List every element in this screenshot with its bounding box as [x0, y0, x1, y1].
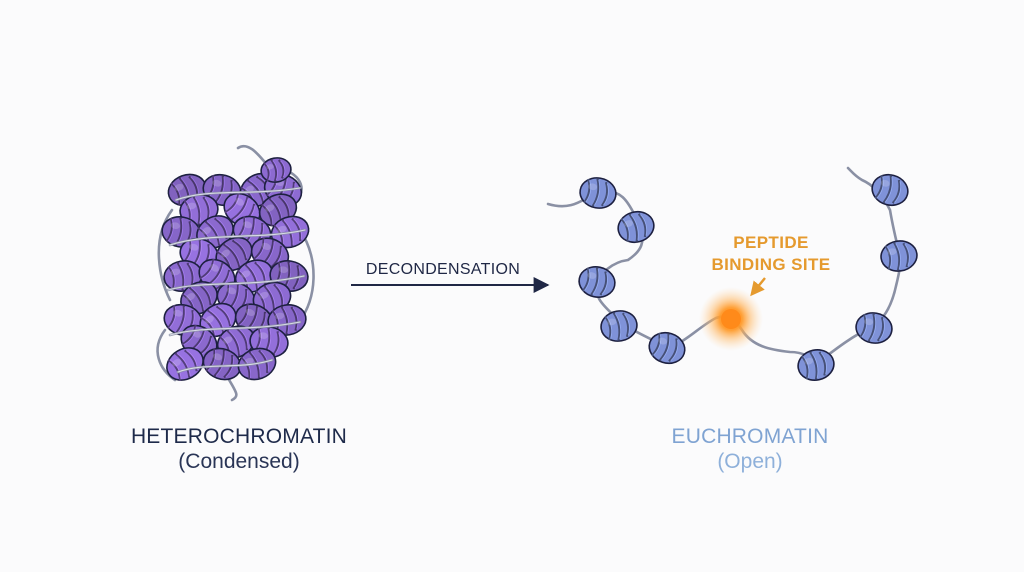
- euchromatin-nucleosome: [648, 331, 686, 365]
- heterochromatin-dna-front: [166, 186, 307, 374]
- hetero-nucleosome: [166, 347, 204, 381]
- euchromatin-nucleosome: [797, 349, 835, 381]
- euchromatin-nucleosome: [579, 177, 617, 209]
- peptide-binding-core: [721, 309, 741, 329]
- euchromatin-nucleosome: [600, 310, 638, 342]
- euchromatin-nucleosome: [617, 210, 655, 244]
- binding-site-pointer: [750, 277, 766, 297]
- heterochromatin-title: HETEROCHROMATIN: [131, 425, 347, 448]
- hetero-dna-wrap-highlight: [177, 359, 273, 373]
- heterochromatin-cluster: [156, 144, 315, 402]
- hetero-nucleosome: [179, 194, 219, 226]
- hetero-dna-loop: [157, 208, 174, 302]
- hetero-dna-wrap-highlight: [175, 187, 301, 201]
- euchromatin-title: EUCHROMATIN: [672, 425, 829, 448]
- hetero-dna-wrap-highlight: [167, 275, 305, 291]
- hetero-dna-wrap-highlight: [169, 321, 301, 336]
- hetero-nucleosome: [260, 157, 292, 183]
- euchromatin-subtitle: (Open): [717, 450, 782, 473]
- hetero-nucleosome: [267, 304, 307, 336]
- decondensation-label: DECONDENSATION: [366, 261, 520, 278]
- binding-site-label-line2: BINDING SITE: [711, 255, 830, 274]
- euchromatin-nucleosome: [871, 173, 909, 207]
- euchromatin-nucleosome: [880, 240, 918, 272]
- euchromatin-nucleosomes: [578, 173, 918, 381]
- euchromatin-nucleosome: [855, 312, 893, 344]
- euchromatin-nucleosome: [578, 266, 616, 298]
- hetero-dna-loop: [226, 376, 238, 402]
- euchromatin-fiber: [546, 166, 918, 381]
- heterochromatin-subtitle: (Condensed): [178, 450, 299, 473]
- hetero-dna-wrap-highlight: [169, 229, 306, 246]
- hetero-nucleosome: [202, 347, 242, 381]
- binding-site-label-line1: PEPTIDE: [733, 233, 809, 252]
